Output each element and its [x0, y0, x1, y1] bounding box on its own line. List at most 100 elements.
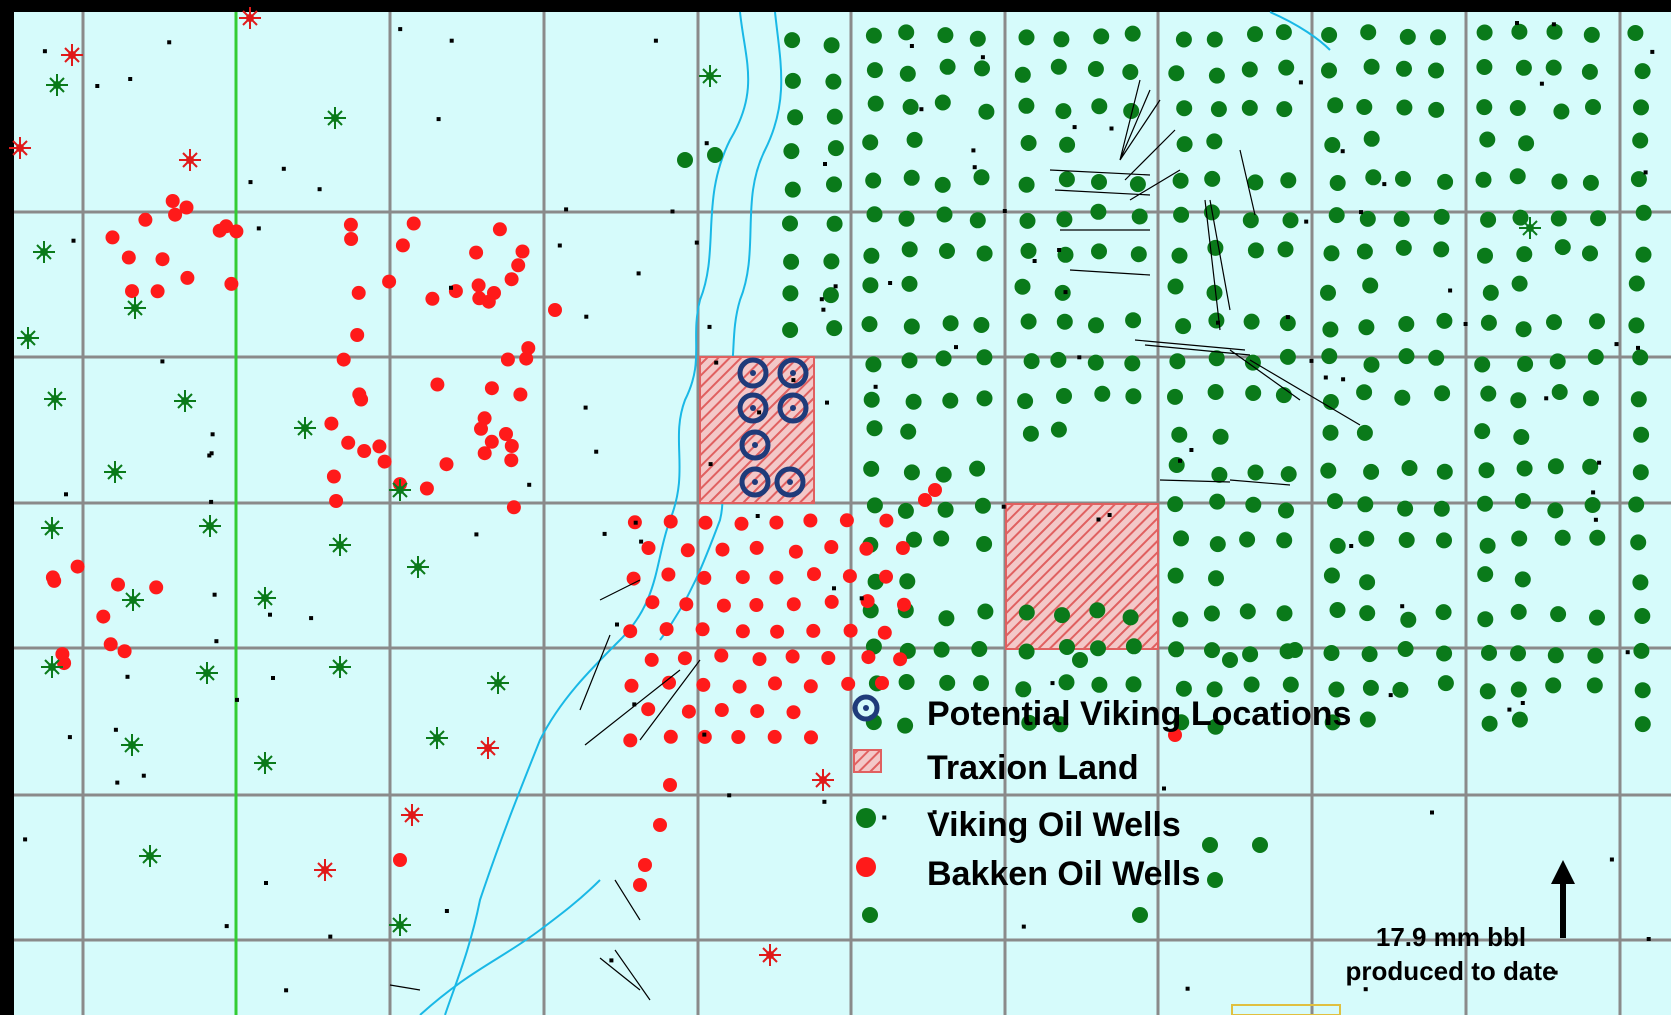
viking-well	[1356, 424, 1373, 441]
minor-marker	[1614, 342, 1619, 347]
viking-well	[1241, 61, 1258, 78]
potential-viking-locations	[737, 357, 809, 498]
minor-marker	[1285, 315, 1290, 320]
minor-marker	[1096, 517, 1101, 522]
viking-well	[1433, 241, 1450, 258]
viking-well	[935, 350, 952, 367]
bakken-well	[224, 276, 239, 291]
bakken-well	[749, 540, 764, 555]
minor-marker	[707, 324, 712, 329]
minor-marker	[557, 243, 562, 248]
minor-marker	[1298, 80, 1303, 85]
viking-well	[974, 60, 990, 77]
viking-well	[1395, 170, 1411, 187]
minor-marker	[1591, 490, 1596, 495]
green-dot-icon	[856, 808, 876, 828]
bakken-well	[732, 679, 747, 694]
traxion-land-parcel	[1005, 503, 1159, 650]
minor-marker	[909, 44, 914, 48]
minor-marker	[1072, 125, 1077, 130]
yellow-marker	[1231, 1004, 1341, 1015]
viking-well	[1059, 639, 1075, 655]
bakken-well	[875, 676, 889, 690]
minor-marker	[636, 271, 641, 276]
viking-well	[935, 466, 952, 483]
viking-well	[866, 420, 883, 437]
bakken-well	[928, 483, 942, 497]
viking-well	[1511, 23, 1528, 40]
well-symbol	[426, 727, 448, 749]
production-annotation: 17.9 mm bbl produced to date	[1346, 860, 1575, 986]
minor-marker	[1448, 288, 1453, 293]
bakken-well	[681, 704, 696, 719]
viking-well	[1093, 28, 1110, 45]
bakken-well	[804, 730, 818, 745]
bakken-well	[623, 624, 638, 639]
viking-well	[866, 62, 883, 79]
bakken-well	[677, 651, 692, 666]
viking-well	[1547, 502, 1564, 519]
viking-well	[1510, 603, 1527, 620]
viking-well	[933, 530, 950, 547]
minor-marker	[1388, 693, 1393, 698]
viking-well	[973, 675, 989, 692]
minor-marker	[832, 586, 836, 591]
viking-well	[1514, 571, 1531, 588]
bakken-well	[377, 454, 392, 469]
well-symbol	[487, 672, 509, 694]
well-symbol	[329, 656, 351, 678]
bakken-well	[788, 544, 803, 559]
viking-well	[1015, 681, 1032, 698]
bakken-well	[824, 594, 839, 609]
bakken-well	[117, 644, 132, 659]
viking-well	[1208, 67, 1225, 84]
bakken-well	[663, 514, 678, 529]
viking-well	[978, 103, 995, 120]
bakken-well	[696, 677, 711, 692]
viking-well	[939, 58, 956, 75]
well-symbol	[121, 734, 143, 756]
bakken-well	[824, 540, 839, 554]
viking-well	[1175, 680, 1192, 697]
viking-well	[1480, 314, 1497, 331]
viking-well	[906, 531, 922, 548]
minor-marker	[1063, 290, 1068, 295]
well-symbol	[17, 327, 39, 349]
bakken-well	[893, 652, 908, 667]
minor-marker	[1002, 209, 1007, 213]
minor-marker	[833, 284, 838, 289]
viking-well	[1515, 321, 1532, 338]
viking-well	[1359, 711, 1376, 728]
minor-marker	[1323, 375, 1328, 380]
viking-well	[1202, 837, 1218, 853]
viking-well	[971, 641, 988, 657]
viking-well	[1545, 677, 1562, 694]
viking-well	[1437, 173, 1454, 190]
bakken-well	[769, 515, 784, 530]
bakken-well	[354, 392, 369, 407]
viking-well	[1549, 353, 1566, 370]
viking-well	[1553, 103, 1570, 120]
viking-well	[1401, 460, 1418, 476]
viking-well	[1087, 354, 1104, 371]
viking-well	[1050, 351, 1067, 368]
minor-marker	[268, 612, 272, 617]
bakken-well	[662, 675, 676, 690]
viking-well	[1476, 59, 1493, 75]
viking-well	[1630, 391, 1647, 408]
viking-well	[1275, 24, 1292, 41]
viking-well	[898, 674, 915, 690]
viking-well	[1589, 609, 1605, 626]
viking-well	[1212, 428, 1229, 445]
minor-marker	[281, 166, 286, 171]
viking-well	[901, 275, 918, 292]
well-symbol	[294, 417, 316, 439]
viking-well	[1582, 458, 1599, 475]
viking-well	[1175, 31, 1192, 48]
viking-well	[1358, 319, 1375, 336]
viking-well	[822, 287, 839, 304]
viking-well	[1517, 356, 1534, 372]
viking-well	[826, 215, 843, 232]
viking-well	[1550, 606, 1567, 623]
viking-well	[1279, 315, 1296, 332]
